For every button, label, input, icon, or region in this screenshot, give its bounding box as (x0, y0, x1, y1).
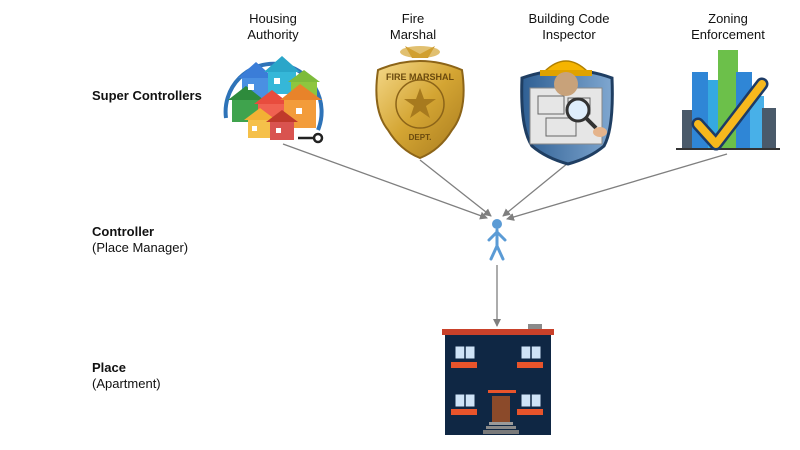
label-line: Enforcement (691, 27, 765, 42)
apartment-building-icon (442, 324, 554, 435)
arrow-fire-to-controller (419, 159, 492, 217)
label-line: Fire (401, 11, 425, 26)
houses-icon (223, 56, 324, 144)
label-line: Authority (247, 27, 299, 42)
row-subtitle: (Apartment) (92, 376, 161, 391)
row-label-controller: Controller (Place Manager) (92, 224, 188, 256)
arrow-inspector-to-controller (502, 162, 569, 217)
row-title: Place (92, 360, 126, 375)
row-title: Controller (92, 224, 155, 239)
label-line: Inspector (542, 27, 596, 42)
badge-arc-text: FIRE MARSHAL (386, 72, 454, 82)
label-line: Housing (249, 11, 297, 26)
arrow-zoning-to-controller (506, 153, 728, 221)
badge-bottom-text: DEPT. (409, 133, 432, 142)
label-line: Zoning (708, 11, 748, 26)
row-subtitle: (Place Manager) (92, 240, 189, 255)
label-housing-authority: Housing Authority (208, 11, 338, 43)
fire-marshal-badge-icon: FIRE MARSHAL DEPT. (375, 46, 465, 160)
label-zoning-enforcement: Zoning Enforcement (663, 11, 793, 43)
label-line: Marshal (389, 27, 437, 42)
label-fire-marshal: Fire Marshal (348, 11, 478, 43)
label-building-code-inspector: Building Code Inspector (504, 11, 634, 43)
label-line: Building Code (528, 11, 610, 26)
inspector-shield-icon (520, 60, 614, 166)
arrow-housing-to-controller (282, 143, 488, 220)
row-label-super-controllers: Super Controllers (92, 88, 202, 104)
arrows (282, 143, 728, 327)
row-title: Super Controllers (92, 88, 202, 103)
city-checkmark-icon (676, 50, 780, 151)
person-icon (487, 219, 507, 261)
row-label-place: Place (Apartment) (92, 360, 161, 392)
